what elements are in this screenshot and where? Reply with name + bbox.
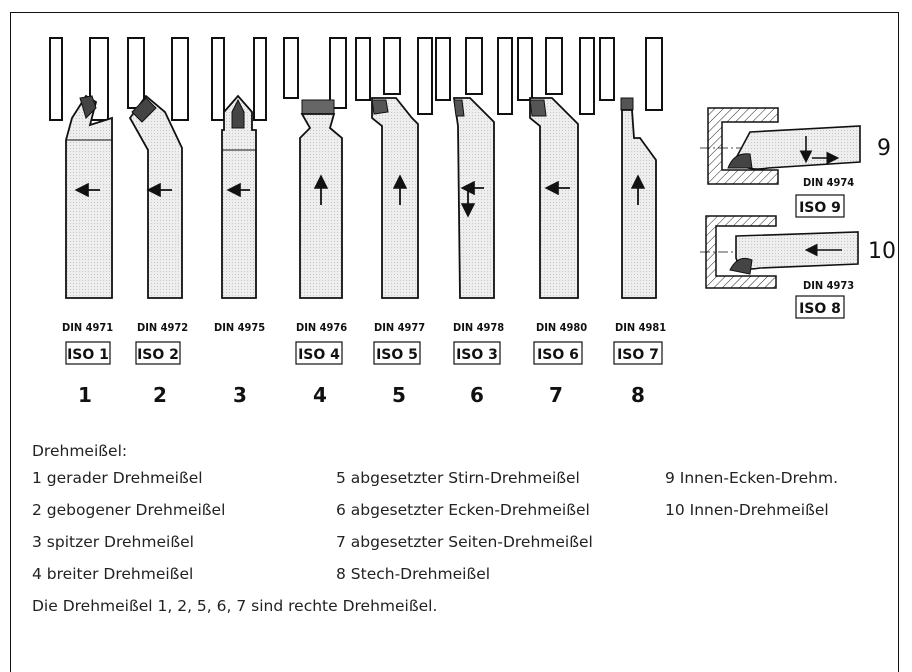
din-label-7: DIN 4980 [536,321,587,334]
iso-box-7: ISO 6 [533,341,583,365]
din-label-6: DIN 4978 [453,321,504,334]
tool-2-drawing [127,37,189,299]
legend-title: Drehmeißel: [32,442,128,460]
iso-box-6: ISO 3 [453,341,501,365]
legend-item-1: 1 gerader Drehmeißel [32,469,203,487]
iso-box-5: ISO 5 [373,341,421,365]
legend-item-10: 10 Innen-Drehmeißel [665,501,829,519]
iso-box-4: ISO 4 [295,341,343,365]
legend-note: Die Drehmeißel 1, 2, 5, 6, 7 sind rechte… [32,597,438,615]
tool-number-3: 3 [233,383,247,407]
tool-number-8: 8 [631,383,645,407]
din-label-10: DIN 4973 [803,279,854,292]
legend-item-6: 6 abgesetzter Ecken-Drehmeißel [336,501,590,519]
svg-text:ISO 7: ISO 7 [617,347,659,363]
svg-text:ISO 2: ISO 2 [137,347,179,363]
svg-text:ISO 3: ISO 3 [456,347,498,363]
legend-item-3: 3 spitzer Drehmeißel [32,533,194,551]
tool-number-5: 5 [392,383,406,407]
lathe-tools-figure: DIN 4971 DIN 4972 DIN 4975 DIN 4976 DIN … [49,37,896,407]
tool-9-drawing [700,107,861,185]
iso-box-8: ISO 7 [613,341,663,365]
tool-3-drawing [211,37,267,299]
iso-box-1: ISO 1 [65,341,111,365]
figure-frame [10,12,899,672]
din-label-2: DIN 4972 [137,321,188,334]
tool-number-2: 2 [153,383,167,407]
tool-4-drawing [283,37,347,299]
tool-10-drawing [700,215,860,289]
tool-number-10: 10 [868,239,896,264]
tool-8-drawing [599,37,663,299]
tool-7-drawing [517,37,595,299]
tool-1-drawing [49,37,113,299]
din-label-8: DIN 4981 [615,321,666,334]
svg-text:ISO 4: ISO 4 [298,347,340,363]
svg-text:ISO 6: ISO 6 [537,347,579,363]
svg-text:ISO 9: ISO 9 [799,200,841,216]
din-label-1: DIN 4971 [62,321,113,334]
tool-6-drawing [435,37,513,299]
iso-box-10: ISO 8 [795,295,845,319]
svg-text:ISO 5: ISO 5 [376,347,418,363]
legend-item-8: 8 Stech-Drehmeißel [336,565,491,583]
legend-item-4: 4 breiter Drehmeißel [32,565,194,583]
svg-text:ISO 8: ISO 8 [799,301,841,317]
din-label-5: DIN 4977 [374,321,425,334]
tool-number-6: 6 [470,383,484,407]
svg-text:ISO 1: ISO 1 [67,347,109,363]
tool-number-7: 7 [549,383,563,407]
tool-5-drawing [355,37,433,299]
legend-item-2: 2 gebogener Drehmeißel [32,501,226,519]
legend-item-5: 5 abgesetzter Stirn-Drehmeißel [336,469,580,487]
iso-box-9: ISO 9 [795,194,845,218]
legend-item-9: 9 Innen-Ecken-Drehm. [665,469,839,487]
legend-item-7: 7 abgesetzter Seiten-Drehmeißel [336,533,593,551]
iso-box-2: ISO 2 [135,341,181,365]
din-label-9: DIN 4974 [803,176,854,189]
tool-number-1: 1 [78,383,92,407]
din-label-3: DIN 4975 [214,321,265,334]
din-label-4: DIN 4976 [296,321,347,334]
tool-number-4: 4 [313,383,327,407]
tool-number-9: 9 [877,136,891,161]
